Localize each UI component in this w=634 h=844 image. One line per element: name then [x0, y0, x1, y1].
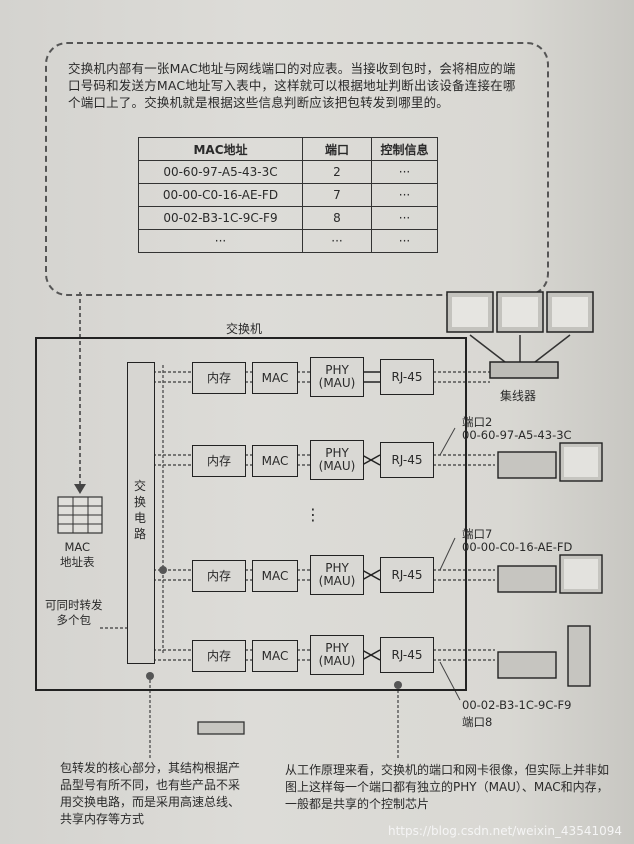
port-name: 端口8 [462, 715, 493, 729]
intro-text: 交换机内部有一张MAC地址与网线端口的对应表。当接收到包时，会将相应的端口号码和… [68, 61, 516, 110]
cell-mac: ··· [138, 229, 303, 253]
table-row: 00-60-97-A5-43-3C 2 ··· [138, 160, 438, 184]
cell-control: ··· [371, 183, 438, 207]
memory-module: 内存 [192, 362, 246, 394]
rj45-module: RJ-45 [380, 557, 434, 593]
cell-mac: 00-00-C0-16-AE-FD [138, 183, 303, 207]
switching-circuit [127, 362, 155, 664]
memory-module: 内存 [192, 640, 246, 672]
vertical-ellipsis: ⋮ [305, 505, 321, 524]
port-mac: 00-00-C0-16-AE-FD [462, 540, 573, 554]
hub-label: 集线器 [500, 389, 537, 403]
memory-module: 内存 [192, 560, 246, 592]
port-name: 端口2 [462, 415, 493, 429]
mac-module: MAC [252, 640, 298, 672]
table-row: 00-00-C0-16-AE-FD 7 ··· [138, 183, 438, 207]
callout-dashed-frame [45, 42, 549, 296]
phy-module: PHY (MAU) [310, 440, 364, 480]
cell-mac: 00-02-B3-1C-9C-F9 [138, 206, 303, 230]
phy-module: PHY (MAU) [310, 357, 364, 397]
cell-control: ··· [371, 229, 438, 253]
cell-mac: 00-60-97-A5-43-3C [138, 160, 303, 184]
col-header-port: 端口 [302, 137, 372, 161]
table-header-row: MAC地址 端口 控制信息 [138, 137, 438, 161]
switch-title: 交换机 [226, 322, 263, 336]
port-mac: 00-60-97-A5-43-3C [462, 428, 572, 442]
rj45-module: RJ-45 [380, 442, 434, 478]
table-row: ··· ··· ··· [138, 229, 438, 253]
note-port-vs-nic: 从工作原理来看，交换机的端口和网卡很像，但实际上并非如图上这样每一个端口都有独立… [285, 763, 610, 811]
switch-enclosure [35, 337, 467, 691]
port-mac: 00-02-B3-1C-9C-F9 [462, 698, 572, 712]
cell-control: ··· [371, 206, 438, 230]
table-row: 00-02-B3-1C-9C-F9 8 ··· [138, 206, 438, 230]
rj45-module: RJ-45 [380, 637, 434, 673]
mac-module: MAC [252, 362, 298, 394]
mac-table-label: MAC 地址表 [60, 540, 95, 569]
cell-control: ··· [371, 160, 438, 184]
cell-port: 2 [302, 160, 372, 184]
phy-module: PHY (MAU) [310, 635, 364, 675]
memory-module: 内存 [192, 445, 246, 477]
rj45-module: RJ-45 [380, 359, 434, 395]
col-header-control: 控制信息 [371, 137, 438, 161]
phy-module: PHY (MAU) [310, 555, 364, 595]
multi-forward-note: 可同时转发 多个包 [45, 598, 103, 627]
cell-port: ··· [302, 229, 372, 253]
port-name: 端口7 [462, 527, 493, 541]
switching-circuit-label: 交换电路 [133, 479, 146, 541]
mac-address-table: MAC地址 端口 控制信息 00-60-97-A5-43-3C 2 ··· 00… [138, 137, 438, 253]
note-switching-core: 包转发的核心部分，其结构根据产品型号有所不同，也有些产品不采用交换电路，而是采用… [60, 761, 241, 826]
col-header-mac: MAC地址 [138, 137, 303, 161]
watermark-url: https://blog.csdn.net/weixin_43541094 [387, 824, 622, 838]
mac-module: MAC [252, 560, 298, 592]
mac-module: MAC [252, 445, 298, 477]
